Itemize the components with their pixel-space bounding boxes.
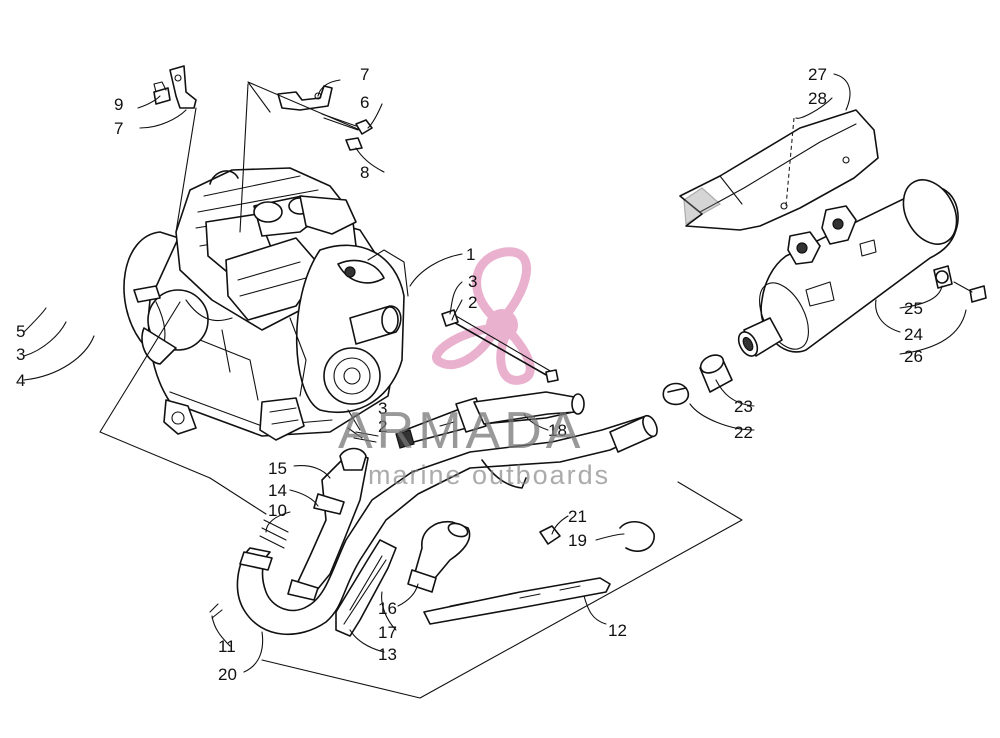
callout-11: 11 xyxy=(218,637,236,656)
callout-20: 20 xyxy=(218,665,237,684)
mount-bracket-right xyxy=(277,85,373,151)
assembly-outline xyxy=(99,81,743,699)
mount-bracket-left xyxy=(153,65,197,109)
callout-7: 7 xyxy=(114,119,123,138)
pipe-section-16 xyxy=(407,521,471,593)
engine-assembly xyxy=(123,167,409,441)
callout-3: 3 xyxy=(468,272,477,291)
callout-7: 7 xyxy=(360,65,369,84)
callout-28: 28 xyxy=(808,89,827,108)
head-pipe-assembly xyxy=(209,414,658,636)
watermark: ARMADA marine outboards xyxy=(338,402,610,490)
callout-9: 9 xyxy=(114,95,123,114)
callout-4: 4 xyxy=(16,371,25,390)
leader-lines xyxy=(23,73,967,673)
callout-2: 2 xyxy=(468,293,477,312)
exhaust-coupler xyxy=(662,354,733,406)
callout-16: 16 xyxy=(378,599,397,618)
logo-blade-right xyxy=(496,325,535,385)
callout-1: 1 xyxy=(466,245,475,264)
callout-8: 8 xyxy=(360,163,369,182)
callout-13: 13 xyxy=(378,645,397,664)
logo-blade-top xyxy=(472,247,532,327)
callout-6: 6 xyxy=(360,93,369,112)
callout-5: 5 xyxy=(16,322,25,341)
callout-23: 23 xyxy=(734,397,753,416)
logo-blade-left xyxy=(432,323,501,370)
heat-shield-13 xyxy=(335,539,397,637)
callout-12: 12 xyxy=(608,621,627,640)
propeller-logo xyxy=(432,247,535,385)
mid-pipe-18 xyxy=(395,391,585,449)
callout-27: 27 xyxy=(808,65,827,84)
callout-14: 14 xyxy=(268,481,287,500)
callout-2: 2 xyxy=(378,417,387,436)
callout-19: 19 xyxy=(568,531,587,550)
heat-shield-12 xyxy=(423,577,611,625)
callout-15: 15 xyxy=(268,459,287,478)
exhaust-stud xyxy=(441,309,559,383)
callout-3: 3 xyxy=(16,345,25,364)
muffler-assembly xyxy=(737,179,987,357)
callout-10: 10 xyxy=(268,501,287,520)
callout-24: 24 xyxy=(904,325,923,344)
callout-18: 18 xyxy=(548,421,567,440)
muffler-heat-shield xyxy=(679,109,879,231)
callout-22: 22 xyxy=(734,423,753,442)
callout-21: 21 xyxy=(568,507,587,526)
callout-3: 3 xyxy=(378,399,387,418)
logo-hub xyxy=(486,309,518,341)
heat-shield-clamp xyxy=(539,521,655,552)
watermark-tagline: marine outboards xyxy=(368,460,610,490)
callout-26: 26 xyxy=(904,347,923,366)
callout-25: 25 xyxy=(904,299,923,318)
callout-labels: 1 2 2 3 3 3 4 5 6 7 7 8 9 10 11 12 13 14… xyxy=(16,65,923,684)
callout-17: 17 xyxy=(378,623,397,642)
watermark-brand: ARMADA xyxy=(338,402,584,460)
